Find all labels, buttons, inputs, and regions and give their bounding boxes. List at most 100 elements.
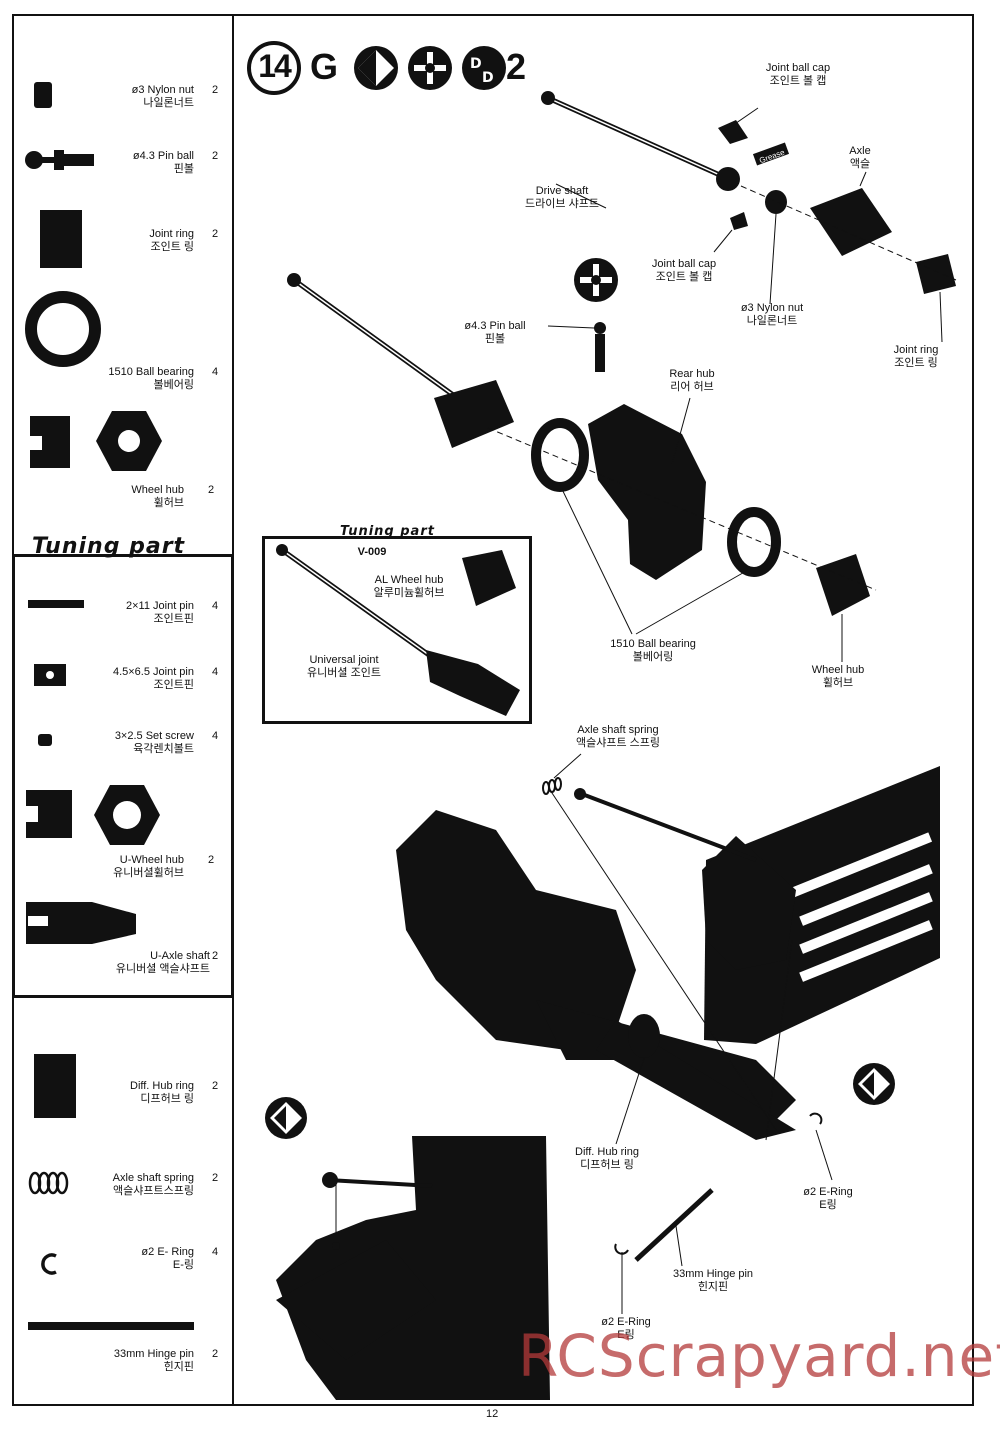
side-indicator-icon xyxy=(354,46,398,90)
page-number: 12 xyxy=(486,1408,499,1420)
label-en: Rear hub xyxy=(669,368,715,380)
u-wheel-hub-side-icon xyxy=(26,790,72,838)
step-letter: G xyxy=(310,46,339,87)
nylon-nut-icon xyxy=(34,82,52,108)
part-name-ko: 힌지핀 xyxy=(163,1361,194,1373)
part-qty: 4 xyxy=(212,730,219,742)
part-hinge-pin: 33mm Hinge pin 힌지핀 2 xyxy=(0,1348,218,1374)
part-name-en: 33mm Hinge pin xyxy=(113,1348,194,1360)
part-name-ko: 디프허브 링 xyxy=(140,1093,194,1105)
label-ko: 조인트 볼 캡 xyxy=(769,75,827,87)
watermark: RCScrapyard.net xyxy=(518,1322,1000,1390)
part-name-en: U-Axle shaft xyxy=(150,950,210,962)
axle-shaft-spring-icon xyxy=(28,1171,69,1195)
part-name-ko: 조인트 링 xyxy=(150,241,194,253)
joint-ring-icon xyxy=(40,210,82,268)
label-en: AL Wheel hub xyxy=(374,574,444,586)
part-name-ko: E-링 xyxy=(172,1259,194,1271)
part-joint-ring: Joint ring 조인트 링 2 xyxy=(0,228,218,254)
part-qty: 2 xyxy=(212,950,219,962)
label-ko: 볼베어링 xyxy=(632,651,674,663)
part-qty: 2 xyxy=(212,150,219,162)
part-name-ko: 유니버셜휠허브 xyxy=(113,867,184,879)
svg-text:D: D xyxy=(482,70,494,86)
screwdriver-cross-icon xyxy=(408,46,452,90)
ball-bearing-icon xyxy=(25,291,101,367)
label-en: ø4.3 Pin ball xyxy=(464,320,526,332)
part-diff-hub-ring: Diff. Hub ring 디프허브 링 2 xyxy=(0,1080,218,1106)
part-pin-ball: ø4.3 Pin ball 핀볼 2 xyxy=(0,150,218,176)
label-nylon-nut: ø3 Nylon nut 나일론너트 xyxy=(712,302,832,328)
label-drive-shaft: Drive shaft 드라이브 샤프트 xyxy=(500,185,624,211)
part-qty: 4 xyxy=(212,1246,219,1258)
part-qty: 4 xyxy=(212,366,219,378)
part-name-en: Diff. Hub ring xyxy=(130,1080,194,1092)
part-joint-pin-2x11: 2×11 Joint pin 조인트핀 4 xyxy=(0,600,218,626)
tuning-part-box xyxy=(12,554,234,998)
chassis-assembly-drawing xyxy=(265,753,940,1400)
part-name-en: 4.5×6.5 Joint pin xyxy=(112,666,194,678)
part-joint-pin-4.5x6.5: 4.5×6.5 Joint pin 조인트핀 4 xyxy=(0,666,218,692)
part-qty: 2 xyxy=(208,854,215,866)
label-en: 33mm Hinge pin xyxy=(672,1268,754,1280)
part-e-ring: ø2 E- Ring E-링 4 xyxy=(0,1246,218,1272)
part-qty: 4 xyxy=(212,666,219,678)
label-axle-shaft-spring: Axle shaft spring 액슬샤프트 스프링 xyxy=(556,724,680,750)
part-name-en: 3×2.5 Set screw xyxy=(114,730,194,742)
part-name-en: ø3 Nylon nut xyxy=(131,84,194,96)
part-qty: 2 xyxy=(212,1172,219,1184)
part-nylon-nut: ø3 Nylon nut 나일론너트 2 xyxy=(0,84,219,110)
part-set-screw: 3×2.5 Set screw 육각렌치볼트 4 xyxy=(0,730,218,756)
label-ball-bearing: 1510 Ball bearing 볼베어링 xyxy=(590,638,716,664)
label-en: ø3 Nylon nut xyxy=(740,302,804,314)
inset-code: V-009 xyxy=(357,546,387,558)
label-ko: 조인트 링 xyxy=(894,357,938,369)
inset-box xyxy=(262,536,532,724)
label-en: Universal joint xyxy=(309,654,379,666)
svg-text:D: D xyxy=(470,56,482,72)
part-name-en: Axle shaft spring xyxy=(112,1172,194,1184)
part-axle-shaft-spring: Axle shaft spring 액슬샤프트스프링 2 xyxy=(0,1172,218,1198)
e-ring-icon xyxy=(41,1253,57,1275)
part-wheel-hub: Wheel hub 휠허브 2 xyxy=(0,484,214,510)
label-en: ø2 E-Ring xyxy=(803,1186,853,1198)
label-ko: 드라이브 샤프트 xyxy=(525,198,599,210)
part-name-en: Wheel hub xyxy=(131,484,184,496)
part-qty: 2 xyxy=(212,1348,219,1360)
set-screw-icon xyxy=(38,734,52,746)
u-axle-shaft-icon xyxy=(26,902,136,944)
label-ko: 알루미늄휠허브 xyxy=(373,587,445,599)
part-name-ko: 조인트핀 xyxy=(153,613,194,625)
label-e-ring-right: ø2 E-Ring E링 xyxy=(782,1186,874,1212)
part-name-ko: 볼베어링 xyxy=(153,379,194,391)
label-en: Axle shaft spring xyxy=(577,724,659,736)
part-qty: 4 xyxy=(212,600,219,612)
joint-pin-short-icon xyxy=(34,664,66,686)
label-wheel-hub: Wheel hub 휠허브 xyxy=(796,664,880,690)
part-name-en: 1510 Ball bearing xyxy=(108,366,194,378)
wheel-hub-side-icon xyxy=(30,416,70,468)
hinge-pin-icon xyxy=(28,1322,194,1330)
part-name-en: ø4.3 Pin ball xyxy=(132,150,194,162)
label-en: Joint ring xyxy=(893,344,939,356)
part-u-wheel-hub: U-Wheel hub 유니버셜휠허브 2 xyxy=(0,854,214,880)
label-ko: 액슬샤프트 스프링 xyxy=(575,737,660,749)
repeat-step-icon: DD xyxy=(462,46,506,90)
label-ko: 핀볼 xyxy=(484,333,506,345)
part-qty: 2 xyxy=(208,484,215,496)
part-ball-bearing: 1510 Ball bearing 볼베어링 4 xyxy=(0,366,218,392)
diff-hub-ring-icon xyxy=(34,1054,76,1118)
part-name-ko: 유니버셜 액슬샤프트 xyxy=(115,963,210,975)
part-name-en: 2×11 Joint pin xyxy=(126,600,194,612)
joint-pin-long-icon xyxy=(28,600,84,608)
label-e-ring-bottom: ø2 E-Ring E링 xyxy=(580,1316,672,1342)
label-joint-ring: Joint ring 조인트 링 xyxy=(868,344,964,370)
label-en: Axle xyxy=(849,145,871,157)
part-qty: 2 xyxy=(212,228,219,240)
wheel-hub-hex-icon xyxy=(96,411,162,471)
u-wheel-hub-hex-icon xyxy=(94,785,160,845)
label-ko: E링 xyxy=(819,1199,837,1211)
label-pin-ball: ø4.3 Pin ball 핀볼 xyxy=(440,320,550,346)
part-name-ko: 핀볼 xyxy=(173,163,194,175)
pin-ball-icon xyxy=(25,150,94,170)
